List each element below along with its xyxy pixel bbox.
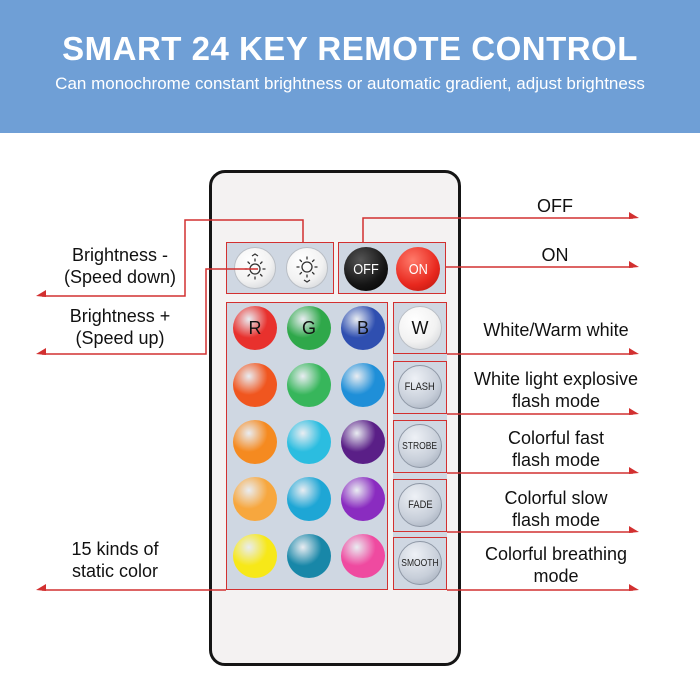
- color-button[interactable]: [341, 534, 385, 578]
- on-annotation: ON: [541, 245, 569, 265]
- annotation-line-2: flash mode: [511, 510, 601, 530]
- color-button[interactable]: [341, 363, 385, 407]
- flash-button[interactable]: FLASH: [398, 365, 442, 409]
- off-button-label: OFF: [353, 260, 379, 278]
- annotation-line-1: 15 kinds of: [71, 539, 159, 559]
- color-button[interactable]: [233, 420, 277, 464]
- off-line: [362, 217, 633, 242]
- strobe-button[interactable]: STROBE: [398, 424, 442, 468]
- color-button[interactable]: [341, 420, 385, 464]
- color-button[interactable]: [233, 363, 277, 407]
- color-button[interactable]: B: [341, 306, 385, 350]
- annotation-line-1: Colorful slow: [504, 488, 608, 508]
- fade-box: [393, 479, 447, 532]
- on-button-label: ON: [408, 260, 428, 278]
- brightness-up-line: [42, 268, 258, 355]
- arrow-marker: [629, 348, 639, 355]
- annotation-line-1: Colorful breathing: [484, 544, 628, 564]
- white-annotation: White/Warm white: [483, 320, 629, 340]
- brightness-up-button[interactable]: [286, 247, 328, 289]
- smooth-annotation: Colorful breathing mode: [462, 543, 650, 587]
- arrow-marker: [36, 290, 46, 297]
- arrow-marker: [36, 584, 46, 591]
- strobe-box: [393, 420, 447, 473]
- power-box: [338, 242, 446, 294]
- color-button[interactable]: [233, 477, 277, 521]
- arrow-marker: [629, 408, 639, 415]
- color-button[interactable]: [287, 477, 331, 521]
- arrow-marker: [629, 212, 639, 219]
- brightness-up-annotation: Brightness + (Speed up): [40, 305, 200, 349]
- on-button[interactable]: ON: [396, 247, 440, 291]
- annotation-line-1: White light explosive: [473, 369, 639, 389]
- brightness-down-button[interactable]: [234, 247, 276, 289]
- brightness-box: [226, 242, 334, 294]
- annotation-line-2: static color: [71, 561, 159, 581]
- static-color-annotation: 15 kinds of static color: [40, 538, 190, 582]
- smooth-box: [393, 537, 447, 590]
- flash-button-label: FLASH: [404, 381, 436, 393]
- arrow-marker: [629, 467, 639, 474]
- color-button-label: B: [356, 317, 369, 338]
- color-button[interactable]: G: [287, 306, 331, 350]
- arrow-marker: [629, 261, 639, 268]
- annotation-line-2: (Speed down): [63, 267, 177, 287]
- annotation-line-2: (Speed up): [75, 328, 165, 348]
- fade-annotation: Colorful slow flash mode: [462, 487, 650, 531]
- flash-box: [393, 361, 447, 414]
- annotation-line-2: flash mode: [511, 391, 601, 411]
- color-button[interactable]: [233, 534, 277, 578]
- smooth-button[interactable]: SMOOTH: [398, 541, 442, 585]
- fade-button-label: FADE: [407, 499, 433, 511]
- sun-arrows-icon: [296, 256, 318, 283]
- annotation-line-2: mode: [533, 566, 579, 586]
- strobe-annotation: Colorful fast flash mode: [462, 427, 650, 471]
- color-button-label: R: [248, 317, 262, 338]
- color-button[interactable]: [341, 477, 385, 521]
- color-button[interactable]: [287, 420, 331, 464]
- annotation-line-1: Brightness -: [71, 245, 169, 265]
- brightness-down-line: [42, 219, 304, 297]
- smooth-button-label: SMOOTH: [401, 557, 439, 569]
- annotation-line-2: flash mode: [511, 450, 601, 470]
- color-button[interactable]: [287, 534, 331, 578]
- color-button[interactable]: R: [233, 306, 277, 350]
- arrow-marker: [629, 584, 639, 591]
- strobe-button-label: STROBE: [402, 440, 438, 452]
- arrow-marker: [629, 526, 639, 533]
- white-box: [393, 302, 447, 354]
- brightness-down-annotation: Brightness - (Speed down): [40, 244, 200, 288]
- color-button[interactable]: [287, 363, 331, 407]
- annotation-line-1: Brightness +: [69, 306, 171, 326]
- page-title: SMART 24 KEY REMOTE CONTROL: [62, 30, 638, 67]
- white-button-label: W: [411, 317, 429, 338]
- annotation-line-1: Colorful fast: [507, 428, 605, 448]
- white-button[interactable]: W: [398, 306, 442, 350]
- color-button-label: G: [301, 317, 316, 338]
- header-banner: SMART 24 KEY REMOTE CONTROL Can monochro…: [0, 0, 700, 133]
- arrow-marker: [36, 348, 46, 355]
- page-subtitle: Can monochrome constant brightness or au…: [55, 74, 645, 93]
- off-annotation: OFF: [537, 196, 573, 216]
- flash-annotation: White light explosive flash mode: [462, 368, 650, 412]
- fade-button[interactable]: FADE: [398, 483, 442, 527]
- color-grid-box: [226, 302, 388, 590]
- off-button[interactable]: OFF: [344, 247, 388, 291]
